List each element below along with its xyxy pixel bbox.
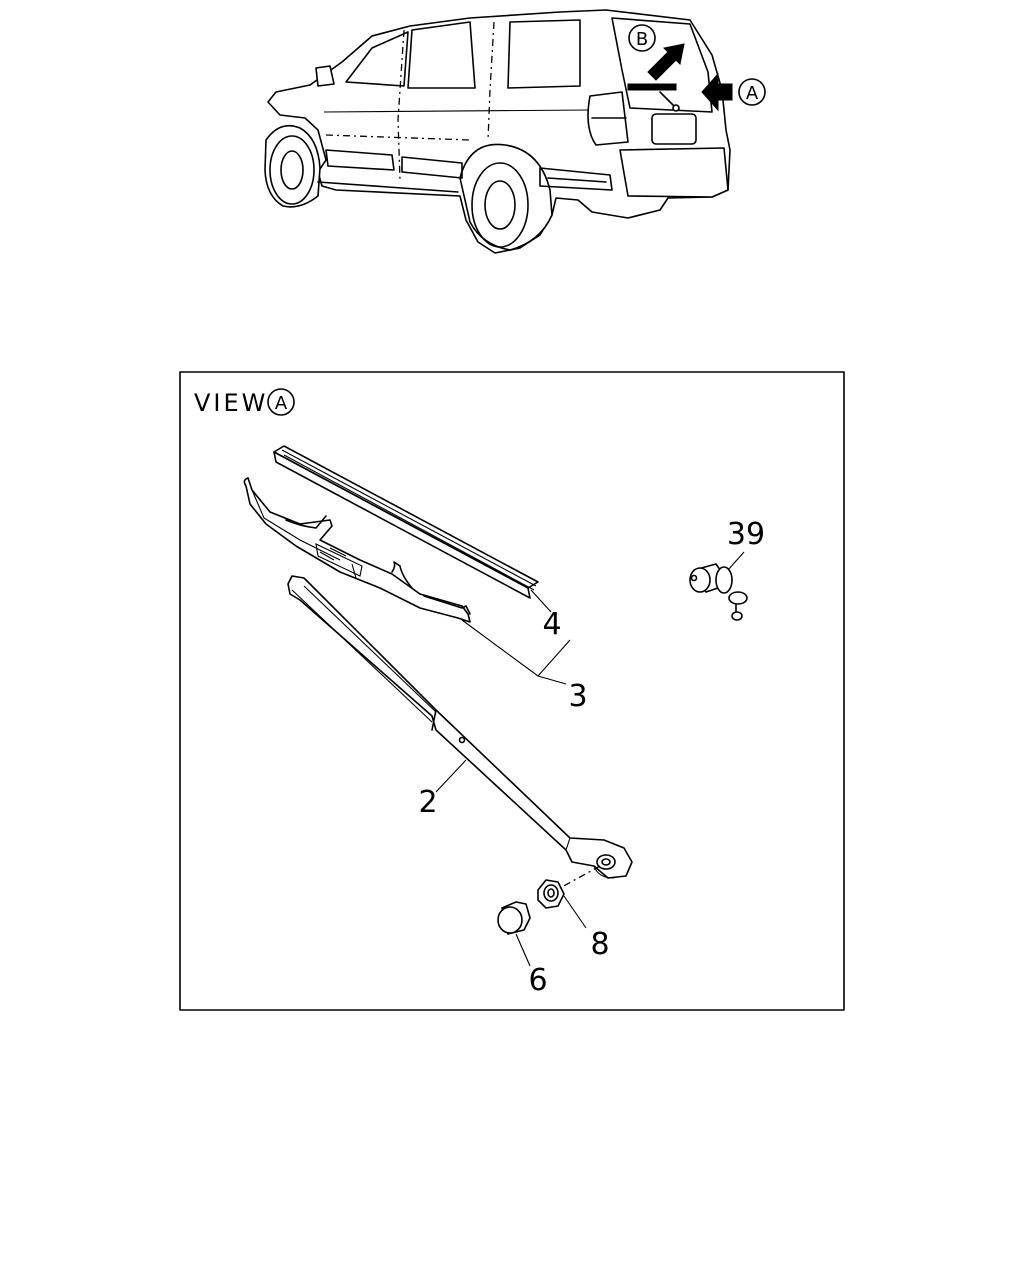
- arm-nut: [537, 879, 565, 909]
- view-title: VIEW: [194, 389, 268, 417]
- wiper-blade-assembly: [243, 477, 471, 623]
- wiper-blade-rubber: [273, 445, 539, 599]
- arm-cap: [497, 901, 531, 935]
- view-panel-heading: VIEW A: [194, 388, 295, 417]
- vehicle-illustration: B A: [264, 9, 766, 254]
- callout-part-8: 8: [590, 927, 609, 962]
- view-panel-frame: [179, 371, 845, 1011]
- callout-part-3: 3: [568, 679, 587, 714]
- wiper-arm: [287, 575, 633, 879]
- callout-part-2: 2: [418, 785, 437, 820]
- ref-label-b: B: [636, 29, 648, 50]
- part-callouts: 4 3 2 39 8 6: [418, 517, 765, 998]
- callout-part-6: 6: [528, 963, 547, 998]
- view-ref-circle: [267, 388, 295, 416]
- callout-part-39: 39: [727, 517, 765, 552]
- callout-part-4: 4: [542, 607, 561, 642]
- ref-circle-a: [738, 78, 766, 106]
- ref-label-a: A: [746, 83, 759, 104]
- leader-lines: [435, 551, 745, 967]
- view-ref-label: A: [275, 393, 288, 414]
- washer-nozzle: [689, 563, 748, 621]
- ref-circle-b: [628, 24, 656, 52]
